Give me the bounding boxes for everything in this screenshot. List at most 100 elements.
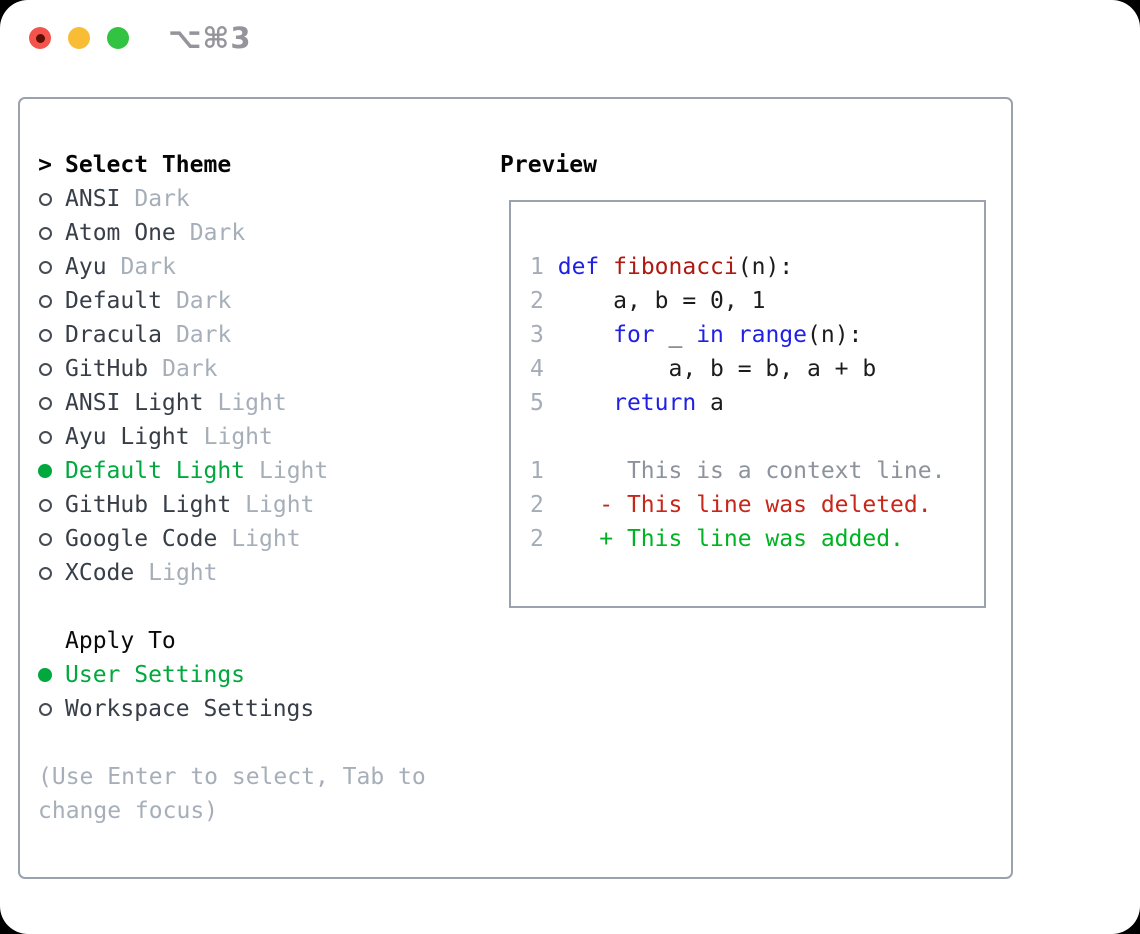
window-shortcut: ⌥⌘3 — [168, 21, 252, 55]
blank-line — [530, 420, 945, 454]
code-token: (n): — [737, 254, 794, 280]
theme-variant-tag: Light — [203, 424, 273, 450]
theme-name: Ayu — [65, 254, 107, 280]
radio-slot — [38, 260, 52, 274]
theme-item[interactable]: Dracula Dark — [38, 318, 328, 352]
theme-variant-tag: Dark — [189, 220, 246, 246]
radio-slot — [38, 294, 52, 308]
theme-variant-tag: Dark — [120, 254, 176, 280]
radio-icon — [38, 668, 52, 682]
record-dot-icon — [35, 33, 45, 43]
code-token — [724, 322, 738, 348]
line-number: 3 — [530, 322, 544, 348]
theme-variant-tag: Dark — [175, 322, 232, 348]
line-number: 1 — [530, 254, 544, 280]
help-text: (Use Enter to select, Tab to change focu… — [38, 764, 426, 824]
radio-slot — [38, 396, 52, 410]
prompt-icon: > — [38, 152, 52, 178]
code-token: This is a context line. — [557, 458, 946, 484]
code-token: (n): — [807, 322, 863, 348]
theme-variant-tag: Dark — [175, 288, 232, 314]
theme-item[interactable]: ANSI Light Light — [38, 386, 328, 420]
radio-icon — [38, 294, 52, 308]
code-token: - This line was deleted. — [557, 492, 932, 518]
radio-icon — [38, 430, 52, 444]
theme-item[interactable]: Google Code Light — [38, 522, 328, 556]
line-number: 4 — [530, 356, 544, 382]
radio-icon — [38, 362, 52, 376]
theme-name: Google Code — [65, 526, 218, 552]
line-number: 2 — [530, 492, 544, 518]
code-token: range — [737, 322, 808, 348]
code-token: def — [557, 254, 600, 280]
code-token: _ — [654, 322, 697, 348]
close-button[interactable] — [29, 27, 51, 49]
theme-name: ANSI Light — [65, 390, 204, 416]
theme-variant-tag: Dark — [134, 186, 190, 212]
preview-title: Preview — [500, 152, 597, 178]
theme-item[interactable]: XCode Light — [38, 556, 328, 590]
code-token: a, b = 0, 1 — [557, 288, 766, 314]
apply-to-label: Workspace Settings — [65, 696, 315, 722]
radio-icon — [38, 464, 52, 478]
code-token: in — [696, 322, 724, 348]
radio-slot — [38, 498, 52, 512]
minimize-button[interactable] — [68, 27, 90, 49]
apply-to-option[interactable]: Workspace Settings — [38, 692, 314, 726]
apply-to-option[interactable]: User Settings — [38, 658, 314, 692]
code-line: 4 a, b = b, a + b — [530, 352, 945, 386]
code-line: 5 return a — [530, 386, 945, 420]
theme-name: XCode — [65, 560, 135, 586]
theme-variant-tag: Dark — [162, 356, 218, 382]
theme-name: Dracula — [65, 322, 162, 348]
theme-variant-tag: Light — [148, 560, 218, 586]
line-number: 2 — [530, 288, 544, 314]
theme-name: GitHub Light — [65, 492, 232, 518]
theme-name: Default Light — [65, 458, 246, 484]
code-token: a, b = b, a + b — [557, 356, 877, 382]
radio-icon — [38, 192, 52, 206]
radio-slot — [38, 430, 52, 444]
radio-slot — [38, 668, 52, 682]
radio-icon — [38, 566, 52, 580]
theme-item[interactable]: GitHub Light Light — [38, 488, 328, 522]
apply-to-label: User Settings — [65, 662, 246, 688]
theme-list-header: >Select Theme — [38, 148, 328, 182]
line-number: 2 — [530, 526, 544, 552]
theme-name: ANSI — [65, 186, 121, 212]
code-line: 2 a, b = 0, 1 — [530, 284, 945, 318]
titlebar: ⌥⌘3 — [29, 21, 252, 55]
diff-line: 2 + This line was added. — [530, 522, 945, 556]
apply-to-title: Apply To — [65, 628, 176, 654]
theme-item[interactable]: GitHub Dark — [38, 352, 328, 386]
radio-slot — [38, 226, 52, 240]
theme-item[interactable]: Atom One Dark — [38, 216, 328, 250]
theme-item[interactable]: ANSI Dark — [38, 182, 328, 216]
radio-icon — [38, 328, 52, 342]
radio-icon — [38, 702, 52, 716]
diff-line: 1 This is a context line. — [530, 454, 945, 488]
theme-name: Atom One — [65, 220, 176, 246]
code-token — [599, 254, 613, 280]
zoom-button[interactable] — [107, 27, 129, 49]
radio-slot — [38, 464, 52, 478]
theme-variant-tag: Light — [231, 526, 301, 552]
radio-icon — [38, 396, 52, 410]
radio-icon — [38, 260, 52, 274]
code-token: return — [613, 390, 697, 416]
code-line: 1 def fibonacci(n): — [530, 250, 945, 284]
theme-variant-tag: Light — [217, 390, 287, 416]
code-token: for — [613, 322, 655, 348]
radio-icon — [38, 498, 52, 512]
code-token: + This line was added. — [557, 526, 904, 552]
theme-variant-tag: Light — [245, 492, 315, 518]
radio-slot — [38, 532, 52, 546]
theme-item[interactable]: Ayu Dark — [38, 250, 328, 284]
theme-name: GitHub — [65, 356, 149, 382]
